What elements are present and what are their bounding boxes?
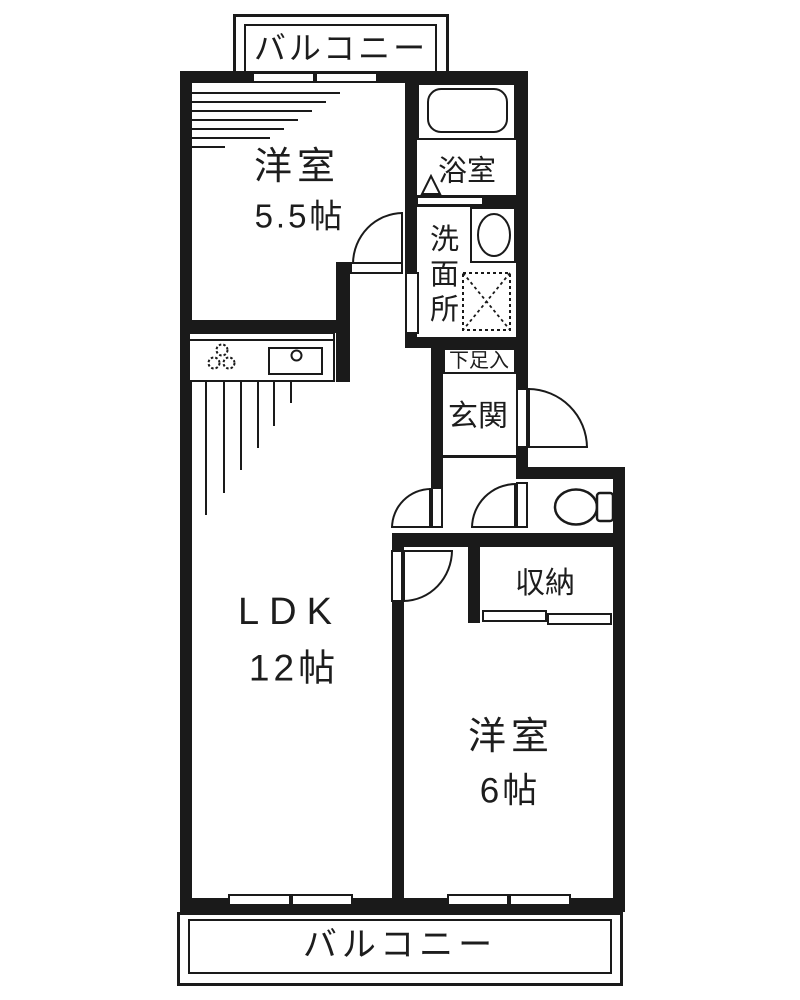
wall	[392, 547, 404, 898]
hatch-line	[192, 101, 326, 103]
sliding-door-icon	[482, 610, 547, 622]
wall	[431, 348, 443, 488]
balcony-bottom-inner-rail	[188, 919, 612, 974]
hatch-line	[273, 382, 275, 426]
hatch-line	[240, 382, 242, 470]
bathtub-icon	[427, 88, 508, 133]
door-leaf	[391, 550, 403, 602]
hatch-line	[192, 110, 312, 112]
room-label-bedroom-right: 洋室	[467, 716, 555, 758]
room-size-bedroom-top: 5.5帖	[254, 197, 346, 235]
sliding-door-icon	[547, 613, 612, 625]
door-leaf	[405, 272, 419, 334]
wash-basin-icon	[477, 213, 511, 257]
sliding-window-icon	[447, 894, 509, 906]
hatch-line	[192, 119, 298, 121]
hatch-line	[290, 382, 292, 403]
wall	[516, 71, 528, 388]
entrance-step-line	[443, 455, 516, 458]
room-label-entrance: 玄関	[448, 400, 508, 433]
bath-door	[416, 196, 484, 206]
wall	[613, 467, 625, 912]
wall	[180, 320, 350, 333]
balcony-bottom-label: バルコニー	[302, 926, 498, 964]
door-leaf	[431, 487, 443, 528]
hatch-line	[192, 92, 340, 94]
shoe-cabinet	[443, 348, 516, 374]
hatch-line	[192, 128, 284, 130]
room-label-bath: 浴室	[437, 155, 497, 188]
room-size-bedroom-right: 6帖	[479, 771, 541, 811]
sliding-window-icon	[315, 72, 378, 83]
faucet-icon	[290, 349, 303, 362]
room-label-washroom: 洗面所	[425, 223, 458, 329]
sliding-window-icon	[509, 894, 571, 906]
door-swing-icon	[391, 488, 431, 528]
door-leaf	[516, 482, 528, 528]
wall	[516, 467, 625, 479]
wall	[336, 262, 350, 382]
room-label-bedroom-top: 洋室	[253, 146, 341, 188]
washing-machine-pan-icon	[462, 272, 511, 331]
gas-stove-icon	[207, 343, 236, 370]
door-swing-icon	[471, 483, 516, 528]
toilet-icon	[553, 488, 615, 526]
door-swing-icon	[528, 388, 588, 448]
hatch-line	[223, 382, 225, 493]
hatch-line	[192, 146, 225, 148]
balcony-top-label: バルコニー	[253, 30, 429, 66]
hatch-line	[192, 137, 270, 139]
room-label-closet: 収納	[515, 567, 575, 600]
room-size-ldk: 12帖	[248, 647, 340, 689]
room-label-shoe-cabinet: 下足入	[449, 350, 509, 372]
kitchen-counter-edge	[190, 339, 333, 341]
door-swing-icon	[403, 550, 453, 602]
room-label-ldk: LDK	[238, 591, 342, 633]
front-door-leaf	[516, 388, 528, 448]
wall	[180, 71, 192, 912]
hatch-line	[257, 382, 259, 448]
sliding-window-icon	[291, 894, 353, 906]
wall	[405, 337, 516, 348]
door-swing-icon	[352, 212, 403, 264]
sliding-window-icon	[252, 72, 315, 83]
balcony-top-inner-rail	[244, 24, 437, 75]
wall	[392, 533, 625, 547]
wall	[468, 543, 480, 623]
sliding-window-icon	[228, 894, 291, 906]
bath-door-triangle-icon	[420, 174, 442, 195]
door-leaf	[350, 262, 403, 274]
hatch-line	[205, 382, 207, 515]
